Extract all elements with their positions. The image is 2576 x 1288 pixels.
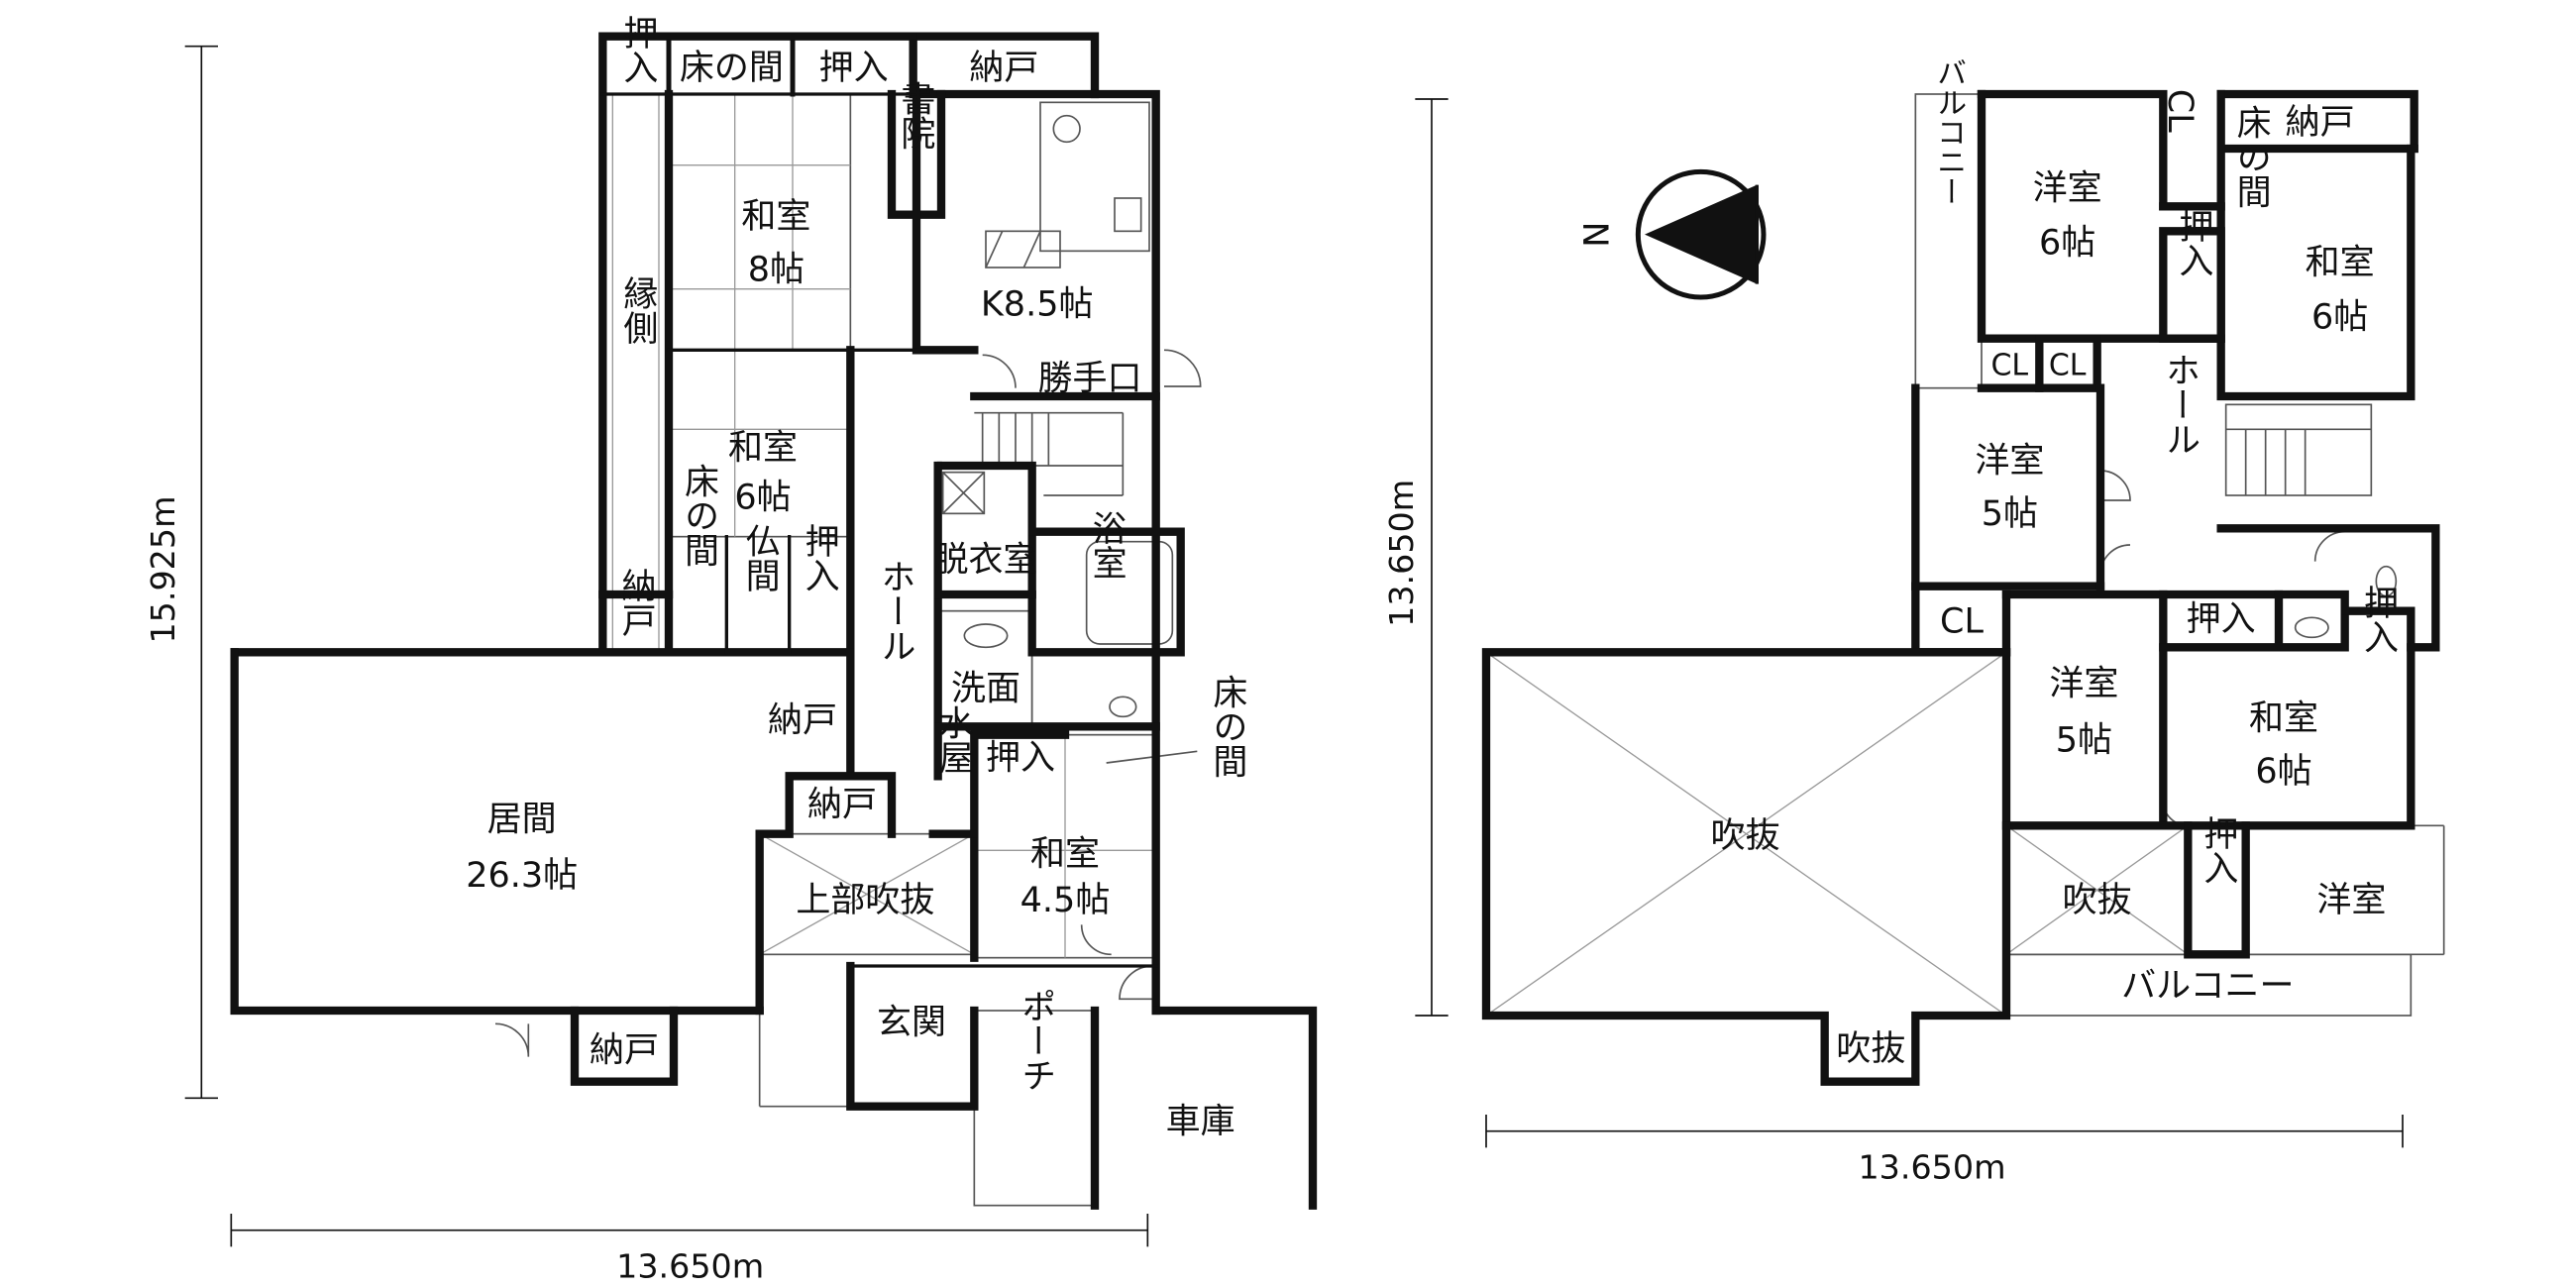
room-washitsu8-name: 和室 (741, 197, 810, 237)
room-mizuya: 水屋 (933, 705, 973, 775)
room-jobu-fukinuke: 上部吹抜 (796, 881, 934, 920)
room-tokonoma-mid: 床の間 (679, 463, 718, 567)
room-nando-left: 納戸 (616, 568, 656, 637)
room-washitsu6-size: 6帖 (734, 478, 791, 517)
room-engawa: 縁側 (617, 275, 658, 345)
room-tokonoma-top: 床の間 (680, 49, 784, 88)
room-balcony-bottom: バルコニー (2121, 967, 2294, 1007)
room-washitsu6-lower-name: 和室 (2249, 699, 2318, 739)
room-fukinuke-small: 吹抜 (2063, 881, 2132, 920)
room-washitsu6-name: 和室 (2306, 244, 2375, 283)
room-washitsu6-name: 和室 (728, 428, 798, 468)
room-washitsu6-lower-size: 6帖 (2255, 752, 2311, 792)
room-hall: ホール (2160, 353, 2200, 457)
room-tokonoma-right: 床の間 (1207, 675, 1246, 779)
room-oshiire-tl: 押入 (617, 15, 657, 84)
floor2-walls (1481, 89, 2440, 1086)
room-oshiire-top: 押入 (2173, 208, 2212, 277)
floor1-dimension-lines (184, 45, 1149, 1247)
room-oshiire-top: 押入 (819, 49, 889, 88)
room-datsuijitsu: 脱衣室 (933, 541, 1037, 581)
room-butsuma: 仏間 (740, 523, 780, 592)
room-shoin: 書院 (895, 80, 934, 150)
room-yoshitsu5-upper-name: 洋室 (1975, 442, 2044, 482)
room-oshiire-low: 押入 (2198, 815, 2237, 885)
room-oshiire-low: 押入 (986, 739, 1055, 779)
room-cl-top: CL (2160, 89, 2200, 133)
room-oshiire-mid: 押入 (800, 523, 839, 592)
room-cl-b: CL (2049, 349, 2087, 383)
room-yoshitsu6-size: 6帖 (2039, 224, 2095, 264)
room-nando-bottom: 納戸 (590, 1031, 659, 1071)
room-fukinuke-big: 吹抜 (1711, 816, 1780, 856)
room-senmen: 洗面 (951, 670, 1020, 709)
room-nando-low: 納戸 (807, 785, 877, 824)
room-genkan: 玄関 (877, 1003, 946, 1042)
floor2-dimension-vertical: 13.650m (1382, 480, 1421, 627)
room-nando-mid: 納戸 (768, 700, 837, 740)
room-washitsu8-size: 8帖 (748, 250, 805, 289)
floor1-dimension-horizontal: 13.650m (616, 1247, 764, 1286)
stairs (2224, 403, 2373, 496)
room-balcony-left: バルコニー (1931, 57, 1966, 206)
room-yokushitsu: 浴室 (1087, 510, 1127, 580)
room-nando-top: 納戸 (969, 49, 1038, 88)
room-katteguchi: 勝手口 (1037, 359, 1141, 398)
compass-north-label: N (1577, 222, 1617, 248)
floor2-dimension-horizontal: 13.650m (1858, 1148, 2005, 1187)
room-yoshitsu6-name: 洋室 (2033, 169, 2102, 209)
room-ima-size: 26.3帖 (466, 856, 578, 896)
floor2-dimension-lines (1415, 98, 2404, 1148)
room-oshiire-mid: 押入 (2187, 600, 2256, 640)
room-cl-low: CL (1940, 601, 1984, 641)
room-yoshitsu5-upper-size: 5帖 (1982, 494, 2038, 534)
room-ima-name: 居間 (487, 800, 557, 839)
room-hall: ホール (875, 559, 914, 663)
room-yoshitsu5-lower-name: 洋室 (2049, 665, 2118, 704)
room-nando: 納戸 (2286, 103, 2355, 143)
floor1-plan: 押入 床の間 押入 納戸 和室 8帖 書院 K8.5帖 勝手口 縁側 和室 6帖… (144, 15, 1318, 1286)
room-washitsu6-size: 6帖 (2311, 298, 2368, 338)
floor2-plan: N バルコニー 洋室 6帖 CL 納戸 床の間 和室 6帖 押入 CL CL 洋… (1382, 57, 2445, 1187)
room-yoshitsu5-lower-size: 5帖 (2056, 720, 2112, 760)
north-arrow-compass (1635, 168, 1767, 300)
stairs (974, 411, 1125, 496)
room-garage: 車庫 (1166, 1102, 1235, 1141)
room-washitsu45-size: 4.5帖 (1020, 881, 1111, 920)
room-fukinuke-bottom: 吹抜 (1836, 1029, 1905, 1069)
room-yoshitsu: 洋室 (2316, 881, 2386, 920)
room-washitsu45-name: 和室 (1030, 834, 1100, 874)
room-porch: ポーチ (1016, 989, 1055, 1093)
room-oshiire-right: 押入 (2358, 585, 2398, 654)
room-kitchen: K8.5帖 (981, 284, 1094, 324)
room-tokonoma: 床の間 (2231, 105, 2271, 209)
room-cl-a: CL (1990, 349, 2028, 383)
floor2-interior-lines (1485, 93, 2445, 1017)
floor1-dimension-vertical: 15.925m (144, 495, 182, 643)
floor1-walls (230, 32, 1318, 1210)
